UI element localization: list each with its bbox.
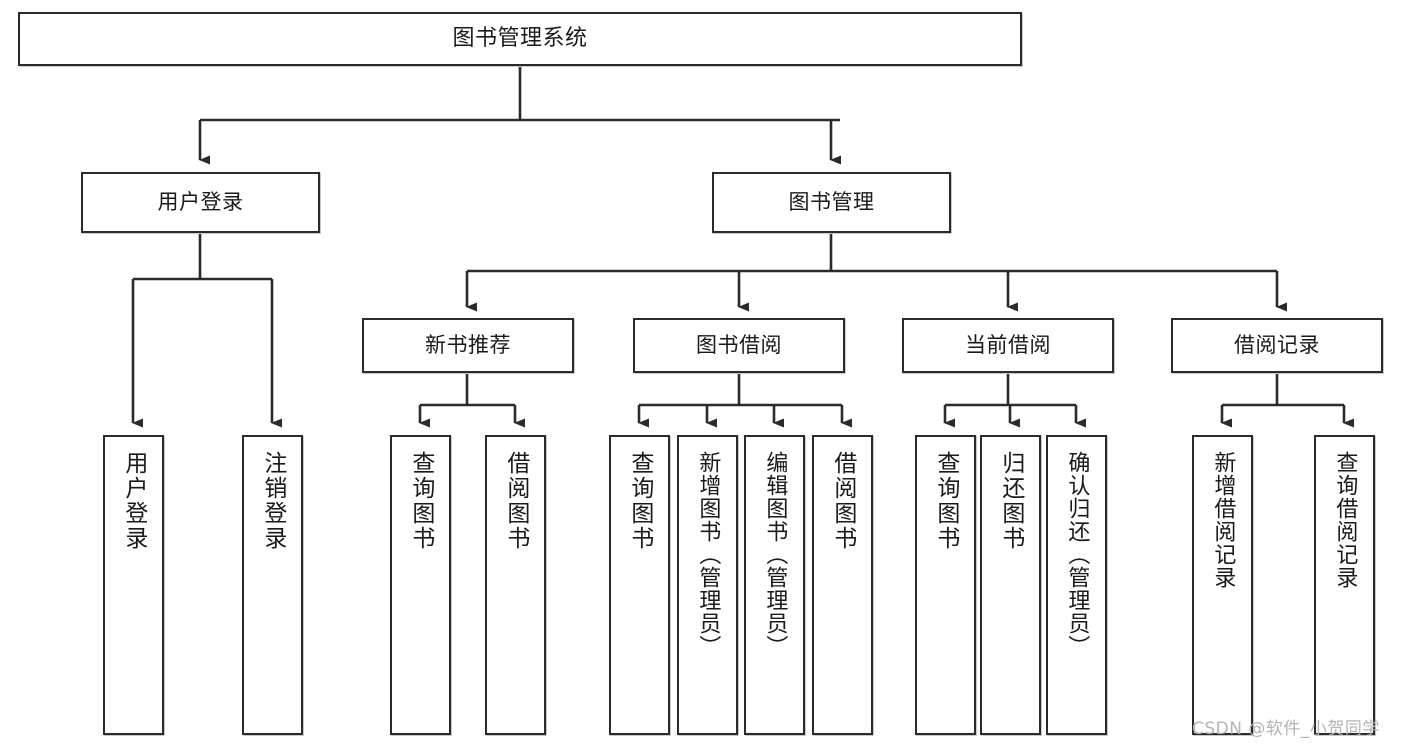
node-book-borrow[interactable]: 图书借阅 bbox=[633, 318, 845, 373]
leaf-current-return-book[interactable]: 归还图书 bbox=[980, 435, 1041, 735]
leaf-borrow-add-book-admin[interactable]: 新增图书（管理员） bbox=[677, 435, 738, 735]
node-label: 图书借阅 bbox=[696, 332, 782, 357]
node-label: 用户登录 bbox=[157, 189, 244, 214]
node-current-borrow[interactable]: 当前借阅 bbox=[902, 318, 1114, 373]
leaf-record-add-borrow-record[interactable]: 新增借阅记录 bbox=[1192, 435, 1253, 735]
node-label: 查询图书 bbox=[407, 451, 434, 551]
node-label: 归还图书 bbox=[997, 451, 1024, 551]
leaf-recommend-query-book[interactable]: 查询图书 bbox=[390, 435, 451, 735]
node-label: 编辑图书（管理员） bbox=[762, 451, 788, 658]
node-label: 查询借阅记录 bbox=[1332, 451, 1358, 589]
watermark: CSDN @软件_小贺同学 bbox=[1192, 719, 1380, 739]
node-label: 借阅图书 bbox=[829, 451, 856, 551]
leaf-borrow-query-book[interactable]: 查询图书 bbox=[609, 435, 670, 735]
node-label: 新增借阅记录 bbox=[1210, 451, 1236, 589]
node-label: 新书推荐 bbox=[425, 332, 511, 357]
leaf-current-confirm-return-admin[interactable]: 确认归还（管理员） bbox=[1046, 435, 1107, 735]
node-label: 查询图书 bbox=[932, 451, 959, 551]
node-label: 当前借阅 bbox=[965, 332, 1051, 357]
node-label: 用户登录 bbox=[120, 451, 147, 551]
node-label: 新增图书（管理员） bbox=[695, 451, 721, 658]
node-label: 图书管理系统 bbox=[452, 25, 588, 51]
node-borrow-record[interactable]: 借阅记录 bbox=[1171, 318, 1383, 373]
leaf-current-query-book[interactable]: 查询图书 bbox=[915, 435, 976, 735]
node-label: 注销登录 bbox=[259, 451, 286, 551]
leaf-logout-login[interactable]: 注销登录 bbox=[242, 435, 303, 735]
leaf-recommend-borrow-book[interactable]: 借阅图书 bbox=[485, 435, 546, 735]
node-label: 图书管理 bbox=[788, 189, 875, 214]
leaf-borrow-borrow-book[interactable]: 借阅图书 bbox=[812, 435, 873, 735]
node-label: 借阅图书 bbox=[502, 451, 529, 551]
node-new-book-recommend[interactable]: 新书推荐 bbox=[362, 318, 574, 373]
node-user-login[interactable]: 用户登录 bbox=[81, 172, 320, 233]
node-label: 借阅记录 bbox=[1234, 332, 1320, 357]
leaf-record-query-borrow-record[interactable]: 查询借阅记录 bbox=[1314, 435, 1375, 735]
leaf-borrow-edit-book-admin[interactable]: 编辑图书（管理员） bbox=[744, 435, 805, 735]
node-book-manage[interactable]: 图书管理 bbox=[712, 172, 951, 233]
node-label: 确认归还（管理员） bbox=[1064, 451, 1090, 658]
node-label: 查询图书 bbox=[626, 451, 653, 551]
leaf-user-login[interactable]: 用户登录 bbox=[103, 435, 164, 735]
node-root-system[interactable]: 图书管理系统 bbox=[18, 12, 1022, 66]
